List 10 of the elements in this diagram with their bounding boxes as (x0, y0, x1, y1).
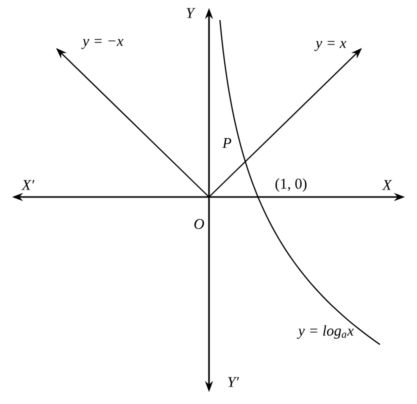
axis-label: X (382, 180, 392, 190)
line-label: y = −x (81, 38, 124, 50)
origin-label: O (194, 219, 204, 230)
axis-label: Y′ (228, 377, 239, 387)
axis-label: X′ (21, 180, 34, 190)
axis-label: Y (186, 8, 196, 18)
line-label: y = x (314, 40, 346, 52)
curve-label: y = log$_{a}$x (296, 325, 354, 339)
point-label: P (222, 138, 232, 148)
point-label: (1, 0) (275, 178, 307, 192)
